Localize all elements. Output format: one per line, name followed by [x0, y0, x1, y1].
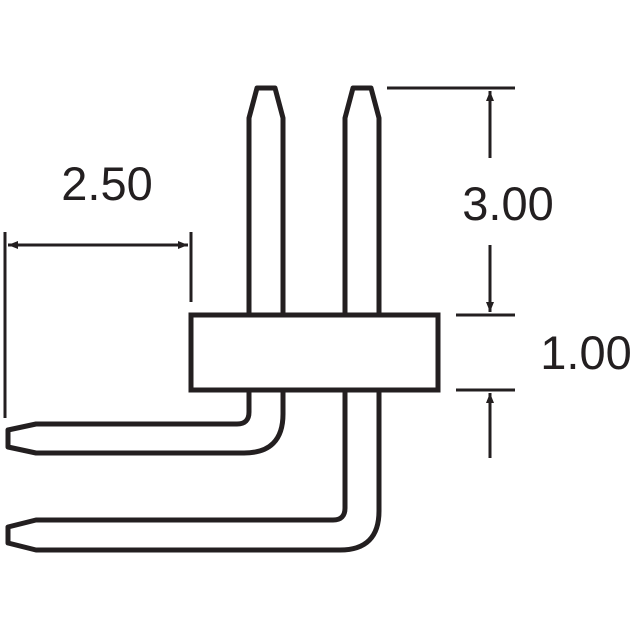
length-label: 3.00	[462, 177, 553, 230]
vertical-pin-left	[246, 85, 286, 315]
bent-pin-lower	[5, 390, 382, 553]
connector-body	[188, 312, 441, 393]
pitch-label: 2.50	[61, 157, 152, 210]
bent-pin-upper	[5, 390, 286, 456]
vertical-pin-right	[342, 85, 382, 315]
body-height-label: 1.00	[540, 326, 631, 379]
